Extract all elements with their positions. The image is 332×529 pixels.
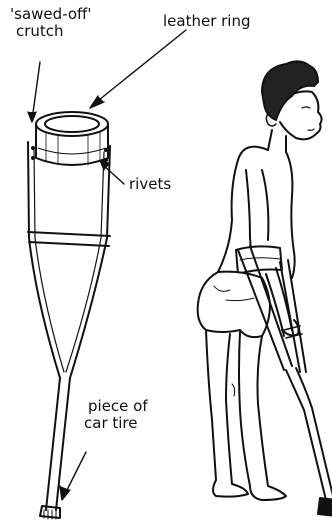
label-car-tire-line1: piece of [84,398,148,415]
boy-left-leg [206,330,248,497]
car-tire-tip [40,506,60,518]
boy-crutch [238,246,332,516]
label-car-tire-line2: car tire [84,415,148,432]
leather-ring [36,112,108,165]
crutch-right-rail [70,146,110,378]
label-sawed-off-line2: crutch [10,23,91,40]
label-car-tire: piece of car tire [84,398,148,432]
label-sawed-off-crutch: 'sawed-off' crutch [10,6,91,40]
sawed-off-crutch [28,112,110,519]
label-rivets: rivets [129,176,171,193]
label-sawed-off-line1: 'sawed-off' [10,6,91,23]
label-leather-ring: leather ring [163,13,251,30]
boy-figure [198,61,322,500]
crutch-handgrip [28,232,110,246]
